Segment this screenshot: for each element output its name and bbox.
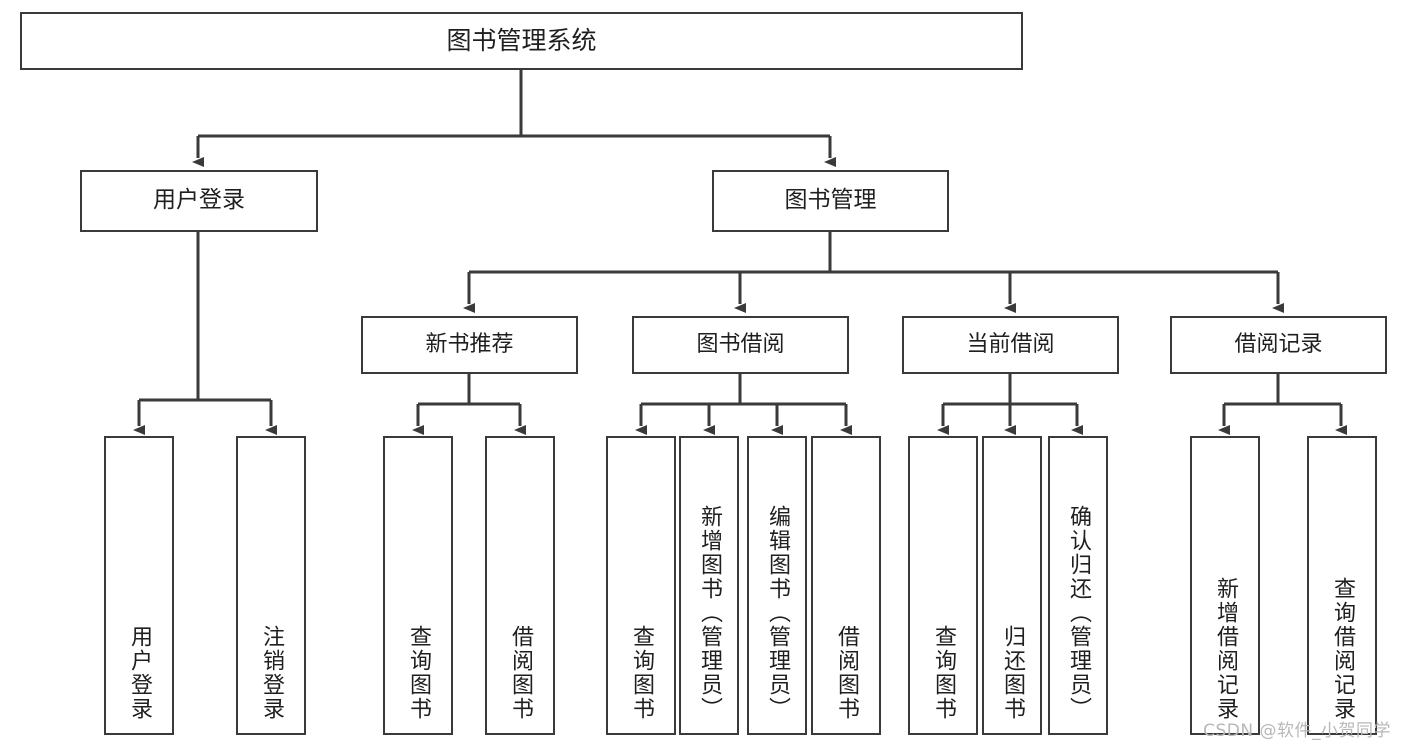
node-leaf-query-book-1-label: 查询图书 (406, 625, 431, 721)
node-book-manage[interactable]: 图书管理 (712, 170, 949, 232)
node-leaf-edit-book-admin[interactable]: 编辑图书（管理员） (747, 436, 807, 735)
node-new-book-recommend-label: 新书推荐 (425, 332, 514, 358)
node-leaf-query-book-3[interactable]: 查询图书 (908, 436, 978, 735)
node-leaf-borrow-book-1[interactable]: 借阅图书 (485, 436, 555, 735)
node-leaf-confirm-return-admin[interactable]: 确认归还（管理员） (1048, 436, 1108, 735)
node-borrow-record[interactable]: 借阅记录 (1170, 316, 1387, 374)
node-leaf-confirm-return-admin-label: 确认归还（管理员） (1066, 505, 1091, 721)
node-leaf-query-book-1[interactable]: 查询图书 (383, 436, 453, 735)
node-current-borrow-label: 当前借阅 (966, 332, 1055, 358)
node-book-borrow-label: 图书借阅 (696, 332, 785, 358)
node-leaf-add-borrow-record[interactable]: 新增借阅记录 (1190, 436, 1260, 735)
node-leaf-add-borrow-record-label: 新增借阅记录 (1213, 577, 1238, 721)
node-leaf-add-book-admin-label: 新增图书（管理员） (697, 505, 722, 721)
node-leaf-borrow-book-2[interactable]: 借阅图书 (811, 436, 881, 735)
node-leaf-query-borrow-record-label: 查询借阅记录 (1330, 577, 1355, 721)
node-user-login[interactable]: 用户登录 (80, 170, 318, 232)
node-current-borrow[interactable]: 当前借阅 (902, 316, 1119, 374)
node-leaf-user-login-label: 用户登录 (127, 625, 152, 721)
node-leaf-query-book-2-label: 查询图书 (629, 625, 654, 721)
node-leaf-query-borrow-record[interactable]: 查询借阅记录 (1307, 436, 1377, 735)
node-new-book-recommend[interactable]: 新书推荐 (361, 316, 578, 374)
node-leaf-return-book[interactable]: 归还图书 (982, 436, 1042, 735)
node-borrow-record-label: 借阅记录 (1234, 332, 1323, 358)
node-leaf-logout-login[interactable]: 注销登录 (236, 436, 306, 735)
node-leaf-user-login[interactable]: 用户登录 (104, 436, 174, 735)
node-root-label: 图书管理系统 (446, 26, 597, 56)
node-book-manage-label: 图书管理 (784, 187, 877, 214)
node-leaf-logout-login-label: 注销登录 (259, 625, 284, 721)
csdn-watermark: CSDN @软件_小贺同学 (1203, 721, 1391, 741)
node-leaf-borrow-book-1-label: 借阅图书 (508, 625, 533, 721)
node-leaf-query-book-3-label: 查询图书 (931, 625, 956, 721)
node-leaf-return-book-label: 归还图书 (1000, 625, 1025, 721)
node-book-borrow[interactable]: 图书借阅 (632, 316, 849, 374)
node-leaf-query-book-2[interactable]: 查询图书 (606, 436, 676, 735)
node-root[interactable]: 图书管理系统 (20, 12, 1023, 70)
node-leaf-edit-book-admin-label: 编辑图书（管理员） (765, 505, 790, 721)
node-user-login-label: 用户登录 (153, 187, 245, 214)
node-leaf-borrow-book-2-label: 借阅图书 (834, 625, 859, 721)
node-leaf-add-book-admin[interactable]: 新增图书（管理员） (679, 436, 739, 735)
